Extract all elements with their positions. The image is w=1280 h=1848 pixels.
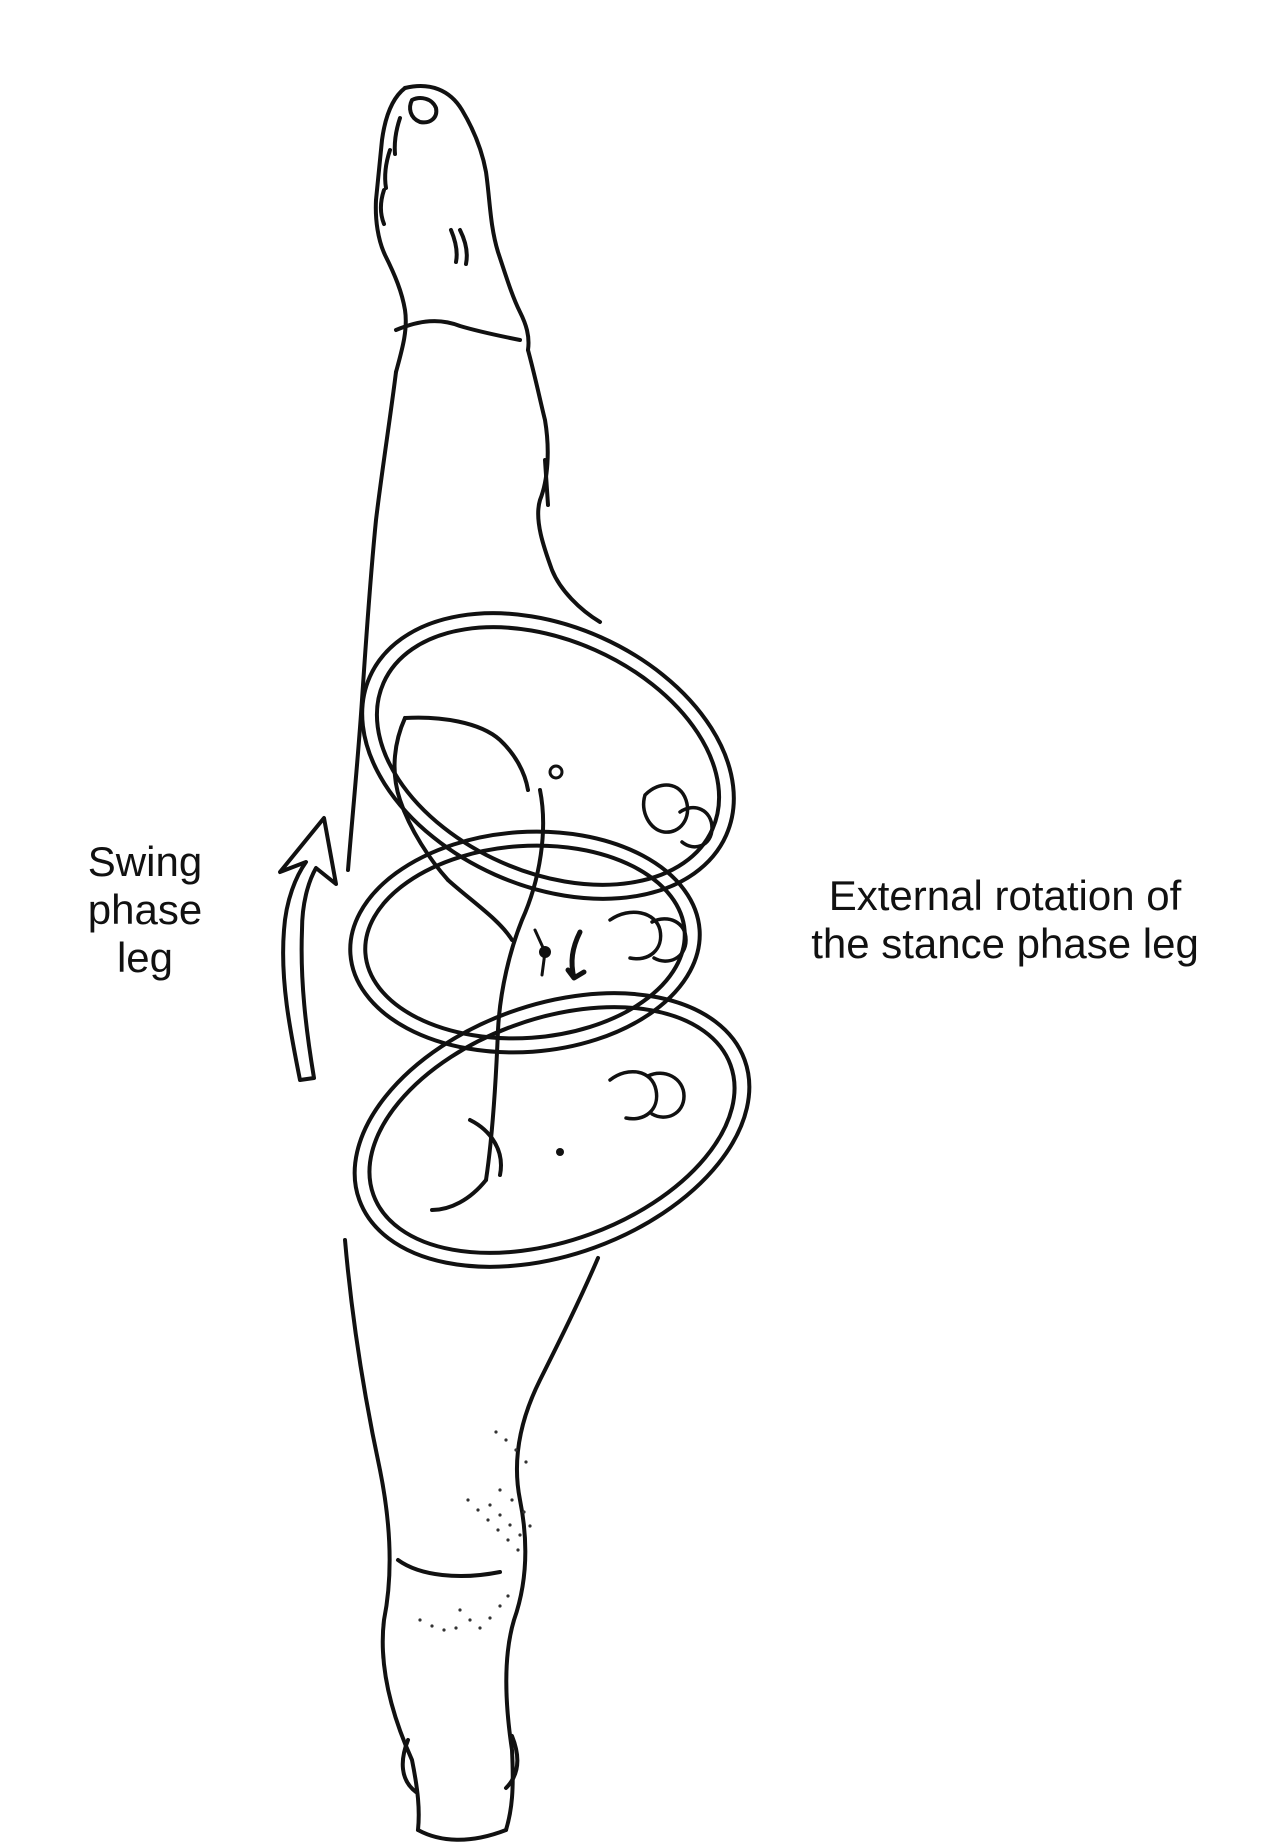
external-label-line-2: the stance phase leg (811, 920, 1199, 967)
calf-shading (418, 1430, 532, 1632)
swing-label-line-1: Swing (87, 838, 203, 885)
upper-hip-dot (548, 764, 564, 780)
stance-leg (343, 1238, 600, 1842)
lower-pelvic-ring (352, 991, 752, 1269)
middle-pelvic-ring (348, 829, 702, 1055)
external-rotation-label: External rotation of the stance phase le… (770, 872, 1240, 968)
swing-phase-arrow (278, 816, 338, 1082)
center-of-mass-dot (539, 946, 551, 958)
stance-rotation-arrow (565, 929, 587, 981)
swing-phase-leg-label: Swing phase leg (70, 838, 220, 982)
external-label-line-1: External rotation of (828, 872, 1182, 919)
swing-label-line-3: leg (116, 934, 174, 981)
lower-hip-dot (556, 1148, 564, 1156)
swing-label-line-2: phase (87, 886, 203, 933)
femurs (392, 715, 546, 1212)
swing-leg (346, 84, 602, 872)
upper-pelvic-ring (360, 611, 736, 901)
center-marks (539, 946, 564, 1156)
hip-joints (608, 783, 714, 1121)
